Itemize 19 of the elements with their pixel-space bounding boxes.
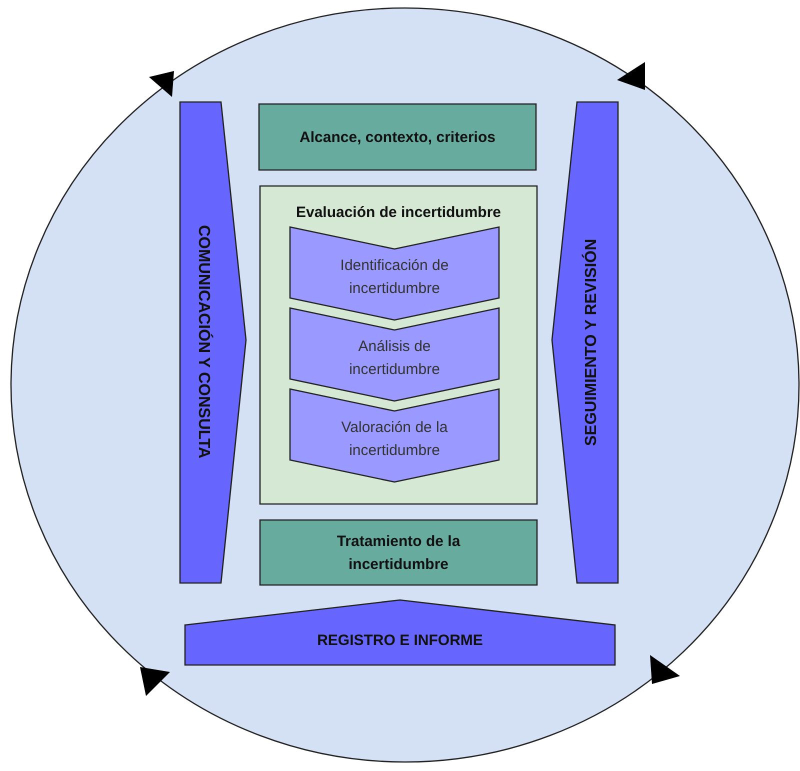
band-label: REGISTRO E INFORME [316, 631, 484, 651]
side-arrow-band [552, 102, 618, 583]
process-box [260, 520, 537, 585]
side-arrow-band [180, 102, 246, 583]
process-step [290, 227, 499, 320]
cycle-circle [10, 7, 800, 763]
step-label: Valoración de la incertidumbre [340, 418, 449, 461]
bottom-arrow-band [185, 600, 615, 665]
band-label: SEGUIMIENTO Y REVISIÓN [582, 237, 601, 448]
process-step [290, 308, 499, 401]
group-box [260, 186, 537, 504]
band-label: COMUNICACIÓN Y CONSULTA [194, 224, 213, 461]
process-step [290, 389, 499, 482]
process-box [259, 104, 536, 170]
step-label: Tratamiento de la incertidumbre [336, 532, 462, 574]
step-label: Análisis de incertidumbre [348, 337, 441, 380]
step-label: Alcance, contexto, criterios [298, 128, 496, 148]
group-title: Evaluación de incertidumbre [294, 204, 502, 221]
step-label: Identificación de incertidumbre [339, 256, 450, 299]
